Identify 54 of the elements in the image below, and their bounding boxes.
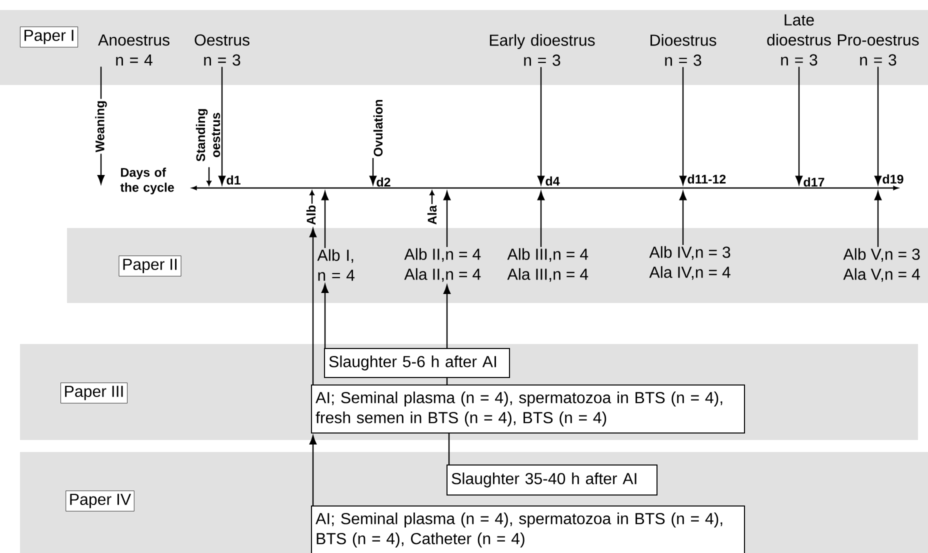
stage-label: Dioestrus n = 3 xyxy=(650,34,716,66)
day-label: d1 xyxy=(226,175,240,185)
stage-label: Early dioestrus n = 3 xyxy=(490,34,595,66)
paper-label-box: Paper II xyxy=(118,256,182,276)
arrow xyxy=(874,191,882,247)
axis-label: Days of the cycle xyxy=(120,168,174,194)
day-label: d4 xyxy=(546,176,560,186)
arrow xyxy=(443,191,451,247)
arrow xyxy=(795,66,803,185)
process-box: AI; Seminal plasma (n = 4), spermatozoa in BTS (n = 4), BTS (n = 4), Catheter (n = 4) xyxy=(311,506,745,553)
arrow xyxy=(309,228,317,384)
paper-label-box: Paper IV xyxy=(66,490,134,512)
arrow xyxy=(443,284,451,348)
band-background xyxy=(67,228,928,303)
process-box: Slaughter 5-6 h after AI xyxy=(324,348,510,378)
stage-label: Pro-oestrus n = 3 xyxy=(838,34,919,66)
arrow xyxy=(874,66,882,185)
arrow xyxy=(309,435,317,506)
connector-line xyxy=(448,434,450,464)
sample-label: Alb V,n = 3 Ala V,n = 4 xyxy=(843,248,920,282)
event-label: Ala xyxy=(427,205,437,224)
sample-label: Alb I, n = 4 xyxy=(317,249,355,281)
arrow xyxy=(679,67,687,185)
day-label: d17 xyxy=(804,177,824,187)
paper-label-box: Paper I xyxy=(20,26,78,48)
event-label: Ovulation xyxy=(373,100,383,156)
paper-label-box: Paper III xyxy=(60,382,128,404)
sample-label: Alb II,n = 4 Ala II,n = 4 xyxy=(404,248,481,282)
arrow xyxy=(218,66,226,185)
day-label: d11-12 xyxy=(688,174,726,184)
arrow xyxy=(537,191,545,247)
timeline-axis xyxy=(192,186,898,190)
sample-label: Alb III,n = 4 Ala III,n = 4 xyxy=(507,248,588,282)
band-background xyxy=(0,10,928,85)
arrow xyxy=(321,284,329,348)
arrow xyxy=(537,67,545,185)
process-box: Slaughter 35-40 h after AI xyxy=(446,464,658,496)
edge-label: Weaning xyxy=(94,98,108,154)
process-box: AI; Seminal plasma (n = 4), spermatozoa in BTS (n = 4), fresh semen in BTS (n = 4), BTS (n = 4) xyxy=(311,384,745,434)
arrow xyxy=(321,191,329,248)
arrow xyxy=(206,167,212,186)
stage-label: Anoestrus n = 4 xyxy=(98,34,170,66)
connector-line xyxy=(446,378,448,384)
stage-label: Oestrus n = 3 xyxy=(194,34,250,66)
day-label: d2 xyxy=(376,177,390,187)
arrow xyxy=(369,158,377,185)
arrow xyxy=(310,190,314,204)
event-label: Standing oestrus xyxy=(196,109,220,162)
arrow xyxy=(430,190,434,204)
event-label: Alb xyxy=(306,205,316,225)
sample-label: Alb IV,n = 3 Ala IV,n = 4 xyxy=(649,246,730,280)
arrow xyxy=(679,191,687,245)
stage-label: Late dioestrus n = 3 xyxy=(767,14,831,66)
day-label: d19 xyxy=(882,174,904,184)
